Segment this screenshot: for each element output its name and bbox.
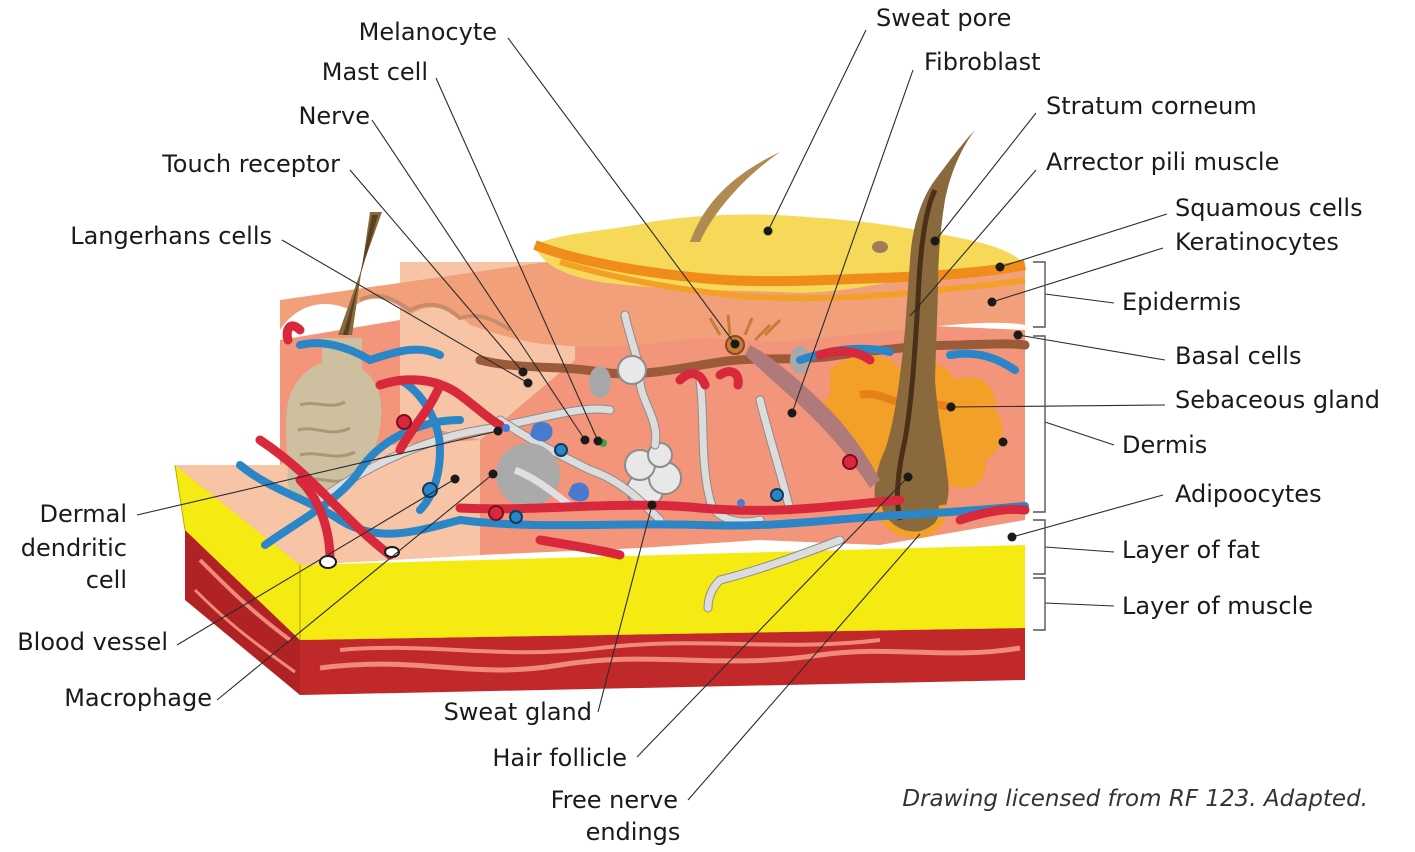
label-nerve: Nerve (298, 102, 370, 130)
label-layer-of-muscle: Layer of muscle (1122, 592, 1313, 620)
label-sweat-pore: Sweat pore (876, 4, 1011, 32)
label-sebaceous-gland: Sebaceous gland (1175, 386, 1380, 414)
label-dermal-dendritic-2: dendritic (21, 534, 127, 562)
label-dermis: Dermis (1122, 431, 1207, 459)
label-sweat-gland: Sweat gland (444, 698, 592, 726)
label-mast-cell: Mast cell (322, 58, 428, 86)
label-arrector-pili-muscle: Arrector pili muscle (1046, 148, 1279, 176)
label-blood-vessel: Blood vessel (17, 628, 168, 656)
label-macrophage: Macrophage (64, 684, 212, 712)
label-hair-follicle: Hair follicle (492, 744, 627, 772)
label-adipoocytes: Adipoocytes (1175, 480, 1322, 508)
credit-text: Drawing licensed from RF 123. Adapted. (902, 786, 1368, 812)
skin-block-illustration (175, 130, 1025, 695)
label-free-nerve-1: Free nerve (551, 786, 678, 814)
label-free-nerve-2: endings (586, 818, 681, 846)
label-epidermis: Epidermis (1122, 288, 1241, 316)
label-langerhans-cells: Langerhans cells (70, 222, 272, 250)
label-dermal-dendritic-1: Dermal (40, 500, 127, 528)
label-squamous-cells: Squamous cells (1175, 194, 1363, 222)
label-stratum-corneum: Stratum corneum (1046, 92, 1257, 120)
label-fibroblast: Fibroblast (924, 48, 1041, 76)
label-keratinocytes: Keratinocytes (1175, 228, 1339, 256)
label-basal-cells: Basal cells (1175, 342, 1301, 370)
label-layer-of-fat: Layer of fat (1122, 536, 1260, 564)
layer-brackets (1033, 262, 1045, 630)
label-dermal-dendritic-3: cell (86, 566, 127, 594)
label-touch-receptor: Touch receptor (161, 150, 340, 178)
label-melanocyte: Melanocyte (359, 18, 497, 46)
